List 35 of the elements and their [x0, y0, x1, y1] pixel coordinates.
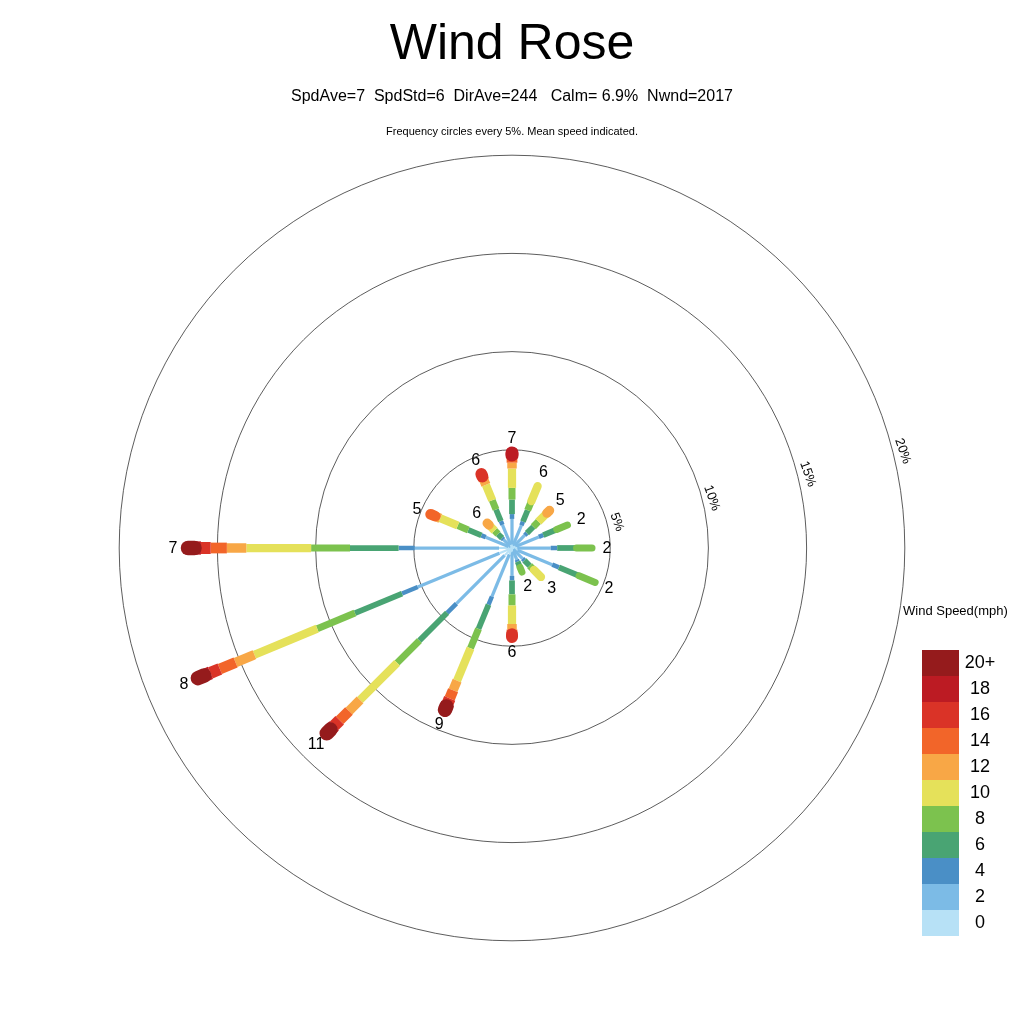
mean-speed-label: 7 — [168, 539, 178, 557]
mean-speed-label: 2 — [602, 539, 612, 557]
chart-title: Wind Rose — [389, 14, 635, 70]
ring-label: 15% — [796, 459, 819, 489]
legend-label: 10 — [970, 783, 990, 803]
legend-title: Wind Speed(mph) — [903, 603, 1008, 619]
stats-summary: SpdAve=7 SpdStd=6 DirAve=244 Calm= 6.9% Nwnd=2017 — [291, 87, 733, 105]
mean-speed-label: 2 — [604, 579, 614, 597]
chart-note: Frequency circles every 5%. Mean speed indicated. — [386, 124, 638, 138]
legend-label: 0 — [975, 913, 985, 933]
mean-speed-label: 3 — [547, 578, 557, 597]
mean-speed-label: 6 — [538, 463, 548, 482]
legend-label: 14 — [970, 731, 990, 751]
mean-speed-label: 11 — [307, 735, 325, 753]
mean-speed-label: 2 — [523, 577, 533, 595]
legend-label: 4 — [975, 861, 985, 881]
ring-label: 5% — [607, 510, 627, 534]
ring-label: 20% — [891, 435, 914, 466]
legend-label: 16 — [970, 705, 990, 725]
legend-label: 18 — [970, 679, 990, 699]
legend-label: 12 — [970, 757, 990, 777]
legend-label: 8 — [975, 809, 985, 829]
mean-speed-label: 6 — [507, 643, 517, 661]
mean-speed-label: 7 — [507, 429, 517, 447]
mean-speed-label: 9 — [434, 714, 444, 733]
legend-label: 2 — [975, 887, 985, 907]
legend-label: 6 — [975, 835, 985, 855]
mean-speed-label: 5 — [412, 499, 422, 518]
mean-speed-label: 6 — [471, 451, 481, 469]
mean-speed-label: 5 — [555, 491, 565, 509]
mean-speed-label: 8 — [179, 675, 189, 693]
mean-speed-label: 6 — [472, 503, 482, 522]
ring-label: 10% — [701, 483, 724, 513]
mean-speed-label: 2 — [576, 510, 586, 529]
legend-label: 20+ — [964, 653, 996, 673]
